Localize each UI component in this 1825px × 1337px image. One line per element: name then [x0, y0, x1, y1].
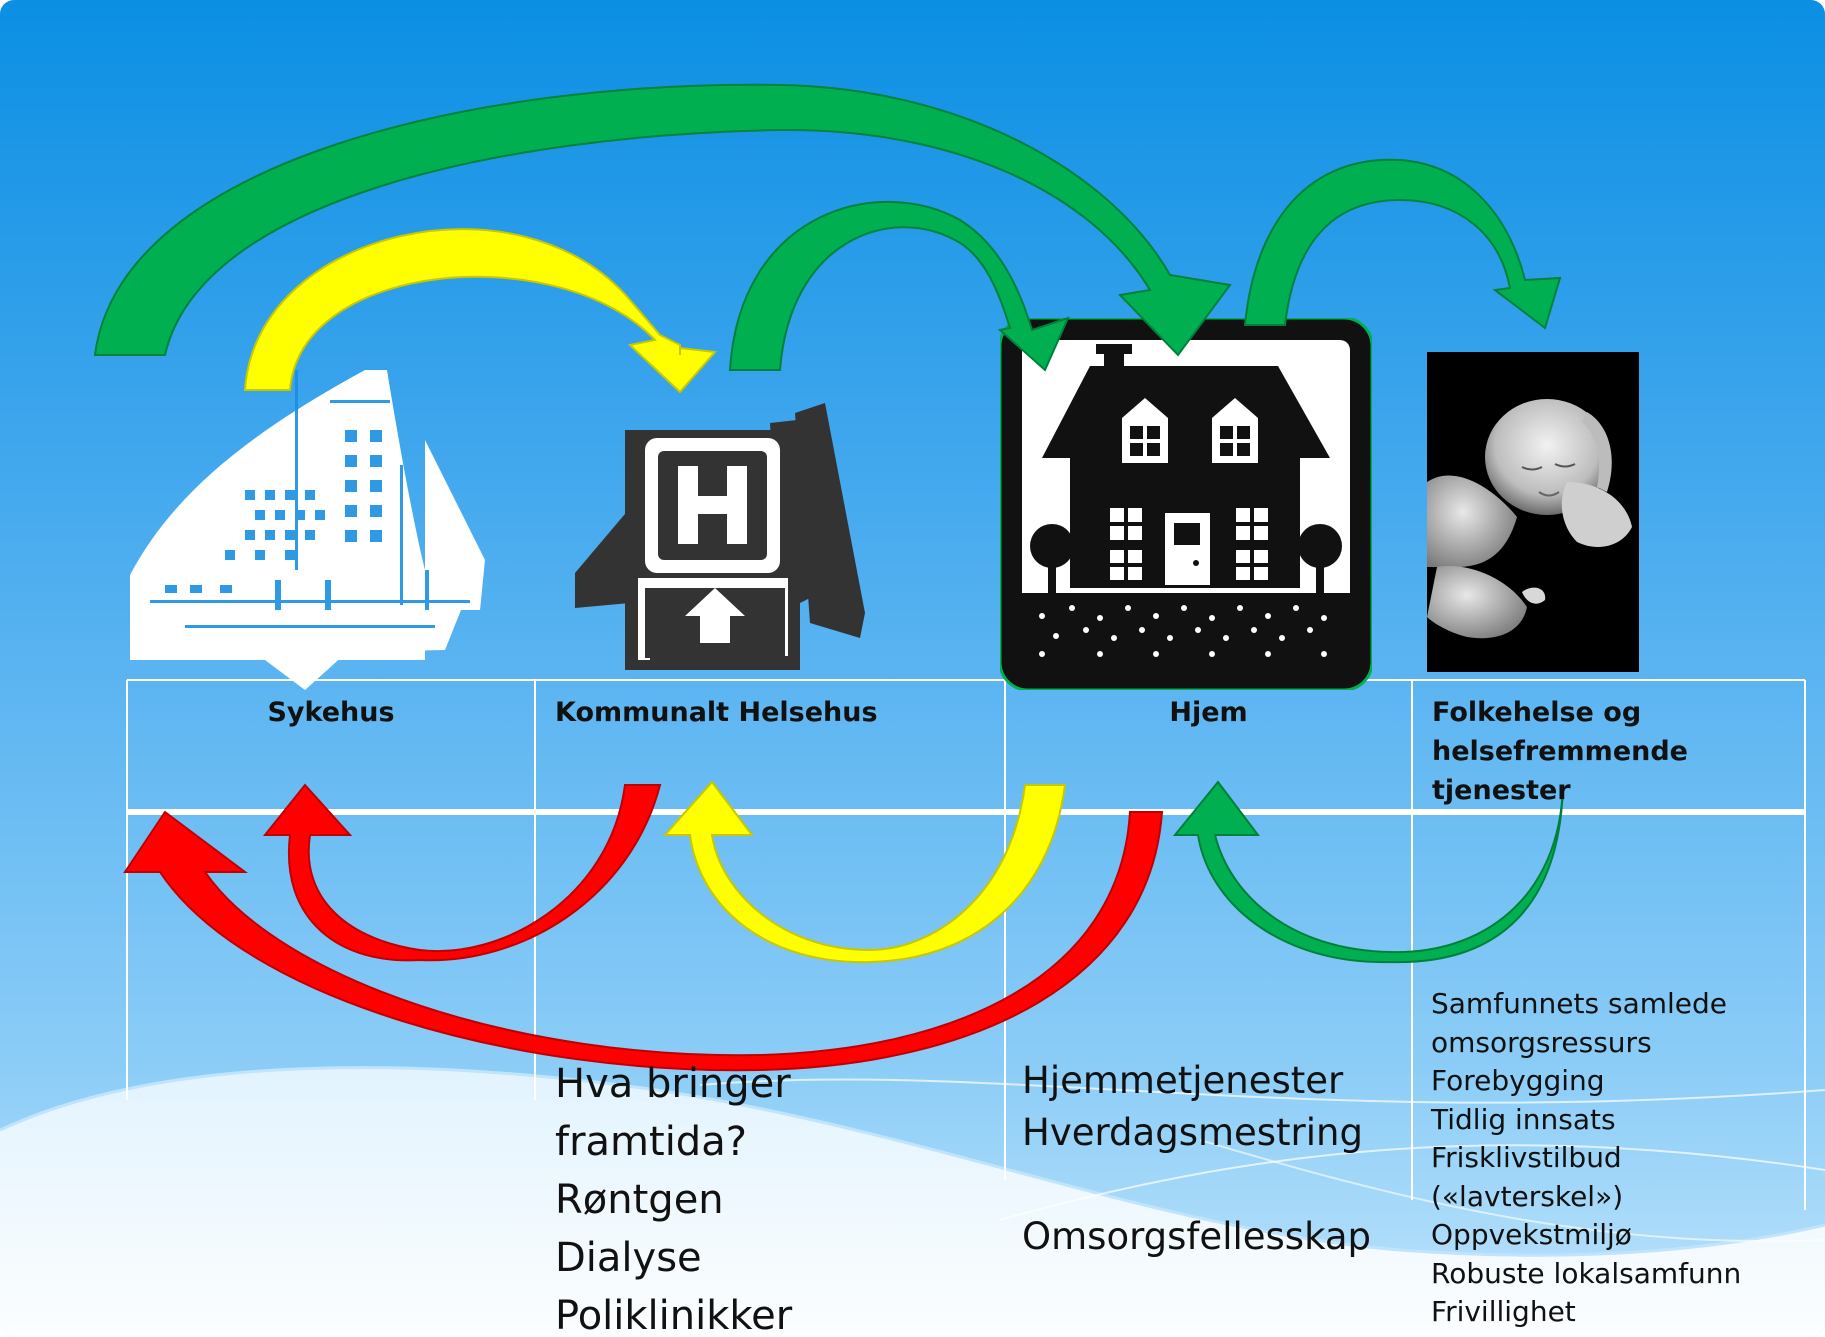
- list-item: Frisklivstilbud: [1431, 1141, 1622, 1174]
- arrow-green-helsehus-to-hjem: [728, 200, 1070, 372]
- list-item: («lavterskel»): [1431, 1179, 1624, 1213]
- folkehelse-list: Samfunnets samlede omsorgsressurs Foreby…: [1431, 985, 1741, 1332]
- list-item: Frivillighet: [1431, 1295, 1576, 1328]
- list-item: Oppvekstmiljø: [1431, 1218, 1632, 1251]
- list-item: Røntgen: [555, 1177, 724, 1223]
- arrow-green-sykehus-to-hjem: [93, 83, 1232, 357]
- column-header-sykehus: Sykehus: [267, 697, 395, 728]
- list-item: Samfunnets samlede: [1431, 987, 1728, 1020]
- list-item: Tidlig innsats: [1431, 1102, 1616, 1136]
- list-item: Poliklinikker: [555, 1293, 793, 1337]
- helsehus-list: Hva bringer framtida? Røntgen Dialyse Po…: [555, 1055, 792, 1337]
- column-header-helsehus: Kommunalt Helsehus: [555, 697, 878, 728]
- list-item: Hverdagsmestring: [1022, 1111, 1363, 1154]
- home-house-icon: [1000, 318, 1372, 690]
- list-item: omsorgsressurs: [1431, 1025, 1652, 1059]
- arrow-green-hjem-to-folkehelse: [1243, 158, 1562, 330]
- list-item: Hjemmetjenester: [1022, 1059, 1344, 1102]
- list-item: Robuste lokalsamfunn: [1431, 1256, 1742, 1290]
- arrow-green-folkehelse-to-hjem: [1172, 780, 1564, 964]
- list-item: Forebygging: [1431, 1064, 1605, 1097]
- sleeping-baby-photo: [1427, 352, 1639, 672]
- arrow-red-helsehus-to-sykehus: [262, 783, 662, 962]
- arrow-red-hjem-to-sykehus: [123, 810, 1164, 1072]
- helsehus-question-line1: Hva bringer: [555, 1061, 791, 1107]
- arrow-yellow-hjem-to-helsehus: [662, 780, 1067, 964]
- hjem-list: Hjemmetjenester Hverdagsmestring Omsorgs…: [1022, 1055, 1371, 1263]
- list-item: Dialyse: [555, 1235, 702, 1281]
- list-item: Omsorgsfellesskap: [1022, 1215, 1372, 1258]
- hospital-building-icon: [130, 370, 485, 690]
- health-house-h-sign-icon: [575, 403, 865, 670]
- column-header-hjem: Hjem: [1169, 697, 1248, 728]
- helsehus-question-line2: framtida?: [555, 1119, 747, 1165]
- arrow-yellow-sykehus-to-helsehus: [243, 228, 718, 394]
- column-header-folkehelse: Folkehelse og helsefremmende tjenester: [1432, 697, 1688, 806]
